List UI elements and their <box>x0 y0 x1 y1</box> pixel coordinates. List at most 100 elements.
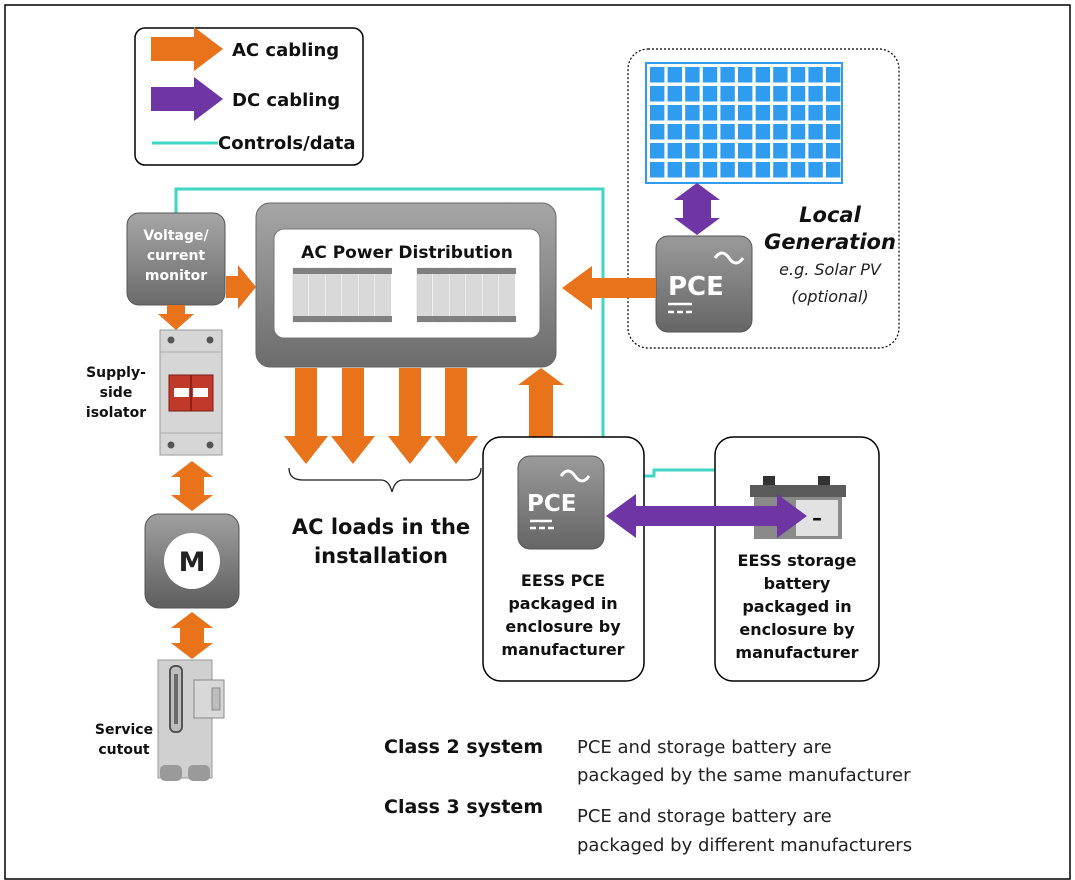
monitor-to-distribution-arrow <box>226 265 256 309</box>
solar-cell <box>790 67 806 83</box>
legend-box <box>134 27 364 166</box>
screw-icon <box>206 336 214 344</box>
solar-cell <box>790 162 806 178</box>
solar-cell <box>650 143 665 159</box>
solar-cell <box>667 67 682 83</box>
eess-pce-text-1: EESS PCE <box>521 571 605 590</box>
solar-cell <box>738 124 753 140</box>
dc-cabling-legend-label: DC cabling <box>232 90 340 111</box>
solar-cell <box>702 67 718 83</box>
solar-cell <box>650 67 665 83</box>
solar-cell <box>826 162 841 178</box>
solar-cell <box>667 124 682 140</box>
cutout-tab <box>211 687 221 711</box>
ac-loads-label-1: AC loads in the <box>292 515 470 539</box>
eess-pce-enclosure: PCE EESS PCE packaged in enclosure by ma… <box>482 436 645 682</box>
solar-cell <box>808 124 823 140</box>
solar-cell <box>650 124 665 140</box>
cutout-label-1: Service <box>95 722 153 738</box>
meter: M <box>144 513 240 609</box>
solar-cell <box>702 162 718 178</box>
solar-cell <box>773 105 788 121</box>
breaker-module <box>499 267 515 323</box>
solar-cell <box>738 162 753 178</box>
isolator-label-1: Supply- <box>86 365 146 381</box>
ac-load-arrows <box>284 368 478 464</box>
ac-wave-icon <box>559 469 591 483</box>
solar-cell <box>826 124 841 140</box>
monitor-label-1: Voltage/ <box>143 228 209 244</box>
solar-cell <box>755 86 770 102</box>
battery-terminal <box>818 476 830 486</box>
battery-minus-icon: – <box>812 506 822 530</box>
eess-pce-label: PCE <box>527 491 576 517</box>
class-3-name: Class 3 system <box>384 796 543 818</box>
solar-cell <box>755 124 770 140</box>
breaker-rail <box>417 268 516 274</box>
solar-cell <box>720 162 735 178</box>
breaker-module <box>292 267 309 323</box>
eess-pce-text-2: packaged in <box>508 594 617 613</box>
solar-cell <box>808 143 823 159</box>
solar-cell <box>773 124 788 140</box>
isolator-switch-window <box>174 388 189 397</box>
solar-cell <box>808 67 823 83</box>
service-cutout: Service cutout <box>95 659 225 781</box>
ac-load-arrow <box>284 368 328 464</box>
solar-cell <box>738 105 753 121</box>
class-2-line-2: packaged by the same manufacturer <box>577 765 911 786</box>
generation-ac-arrow <box>562 266 656 310</box>
solar-cell <box>720 143 735 159</box>
breaker-module <box>309 267 325 323</box>
solar-cell <box>702 105 718 121</box>
ac-cabling-legend-arrow <box>151 27 223 71</box>
controls-legend-label: Controls/data <box>218 133 355 154</box>
screw-icon <box>206 441 214 449</box>
breaker-bank-right <box>416 267 516 323</box>
ac-load-arrow <box>388 368 432 464</box>
meter-cutout-arrow <box>171 612 213 659</box>
solar-cell <box>773 86 788 102</box>
solar-cell <box>738 86 753 102</box>
solar-cell <box>755 67 770 83</box>
solar-cell <box>667 143 682 159</box>
breaker-module <box>466 267 482 323</box>
solar-cell <box>702 124 718 140</box>
meter-dial <box>164 533 220 589</box>
cutout-foot <box>188 765 210 781</box>
monitor-to-isolator-arrow <box>158 305 194 330</box>
breaker-module <box>449 267 466 323</box>
dc-cabling-legend-arrow <box>151 77 223 121</box>
solar-cell <box>720 124 735 140</box>
battery-text-5: manufacturer <box>735 643 858 662</box>
local-generation-title-2: Generation <box>764 230 896 254</box>
breaker-module <box>433 267 449 323</box>
local-generation-group: PCE Local Generation e.g. Solar PV (opti… <box>627 48 900 349</box>
cutout-foot <box>160 765 182 781</box>
breaker-module <box>342 267 358 323</box>
solar-cell <box>738 143 753 159</box>
isolator-switch-window <box>193 388 208 397</box>
breaker-module <box>416 267 433 323</box>
breaker-rail <box>417 316 516 322</box>
solar-cell <box>826 67 841 83</box>
solar-cell <box>773 67 788 83</box>
breaker-module <box>358 267 375 323</box>
solar-cell <box>773 143 788 159</box>
solar-cell <box>755 105 770 121</box>
isolator-meter-arrow <box>171 461 213 511</box>
battery-lid <box>750 485 846 497</box>
isolator-label-2: side <box>100 385 133 401</box>
solar-cell <box>685 86 700 102</box>
ac-load-arrow <box>331 368 375 464</box>
class-2-line-1: PCE and storage battery are <box>577 737 832 758</box>
solar-cell <box>702 143 718 159</box>
solar-cell <box>826 86 841 102</box>
ac-power-distribution: AC Power Distribution <box>255 202 557 368</box>
local-generation-title-1: Local <box>799 203 861 227</box>
solar-cell <box>808 86 823 102</box>
solar-cell <box>790 105 806 121</box>
legend: AC cabling DC cabling Controls/data <box>134 27 364 166</box>
eess-pce-text-3: enclosure by <box>505 617 621 636</box>
solar-cell <box>826 105 841 121</box>
